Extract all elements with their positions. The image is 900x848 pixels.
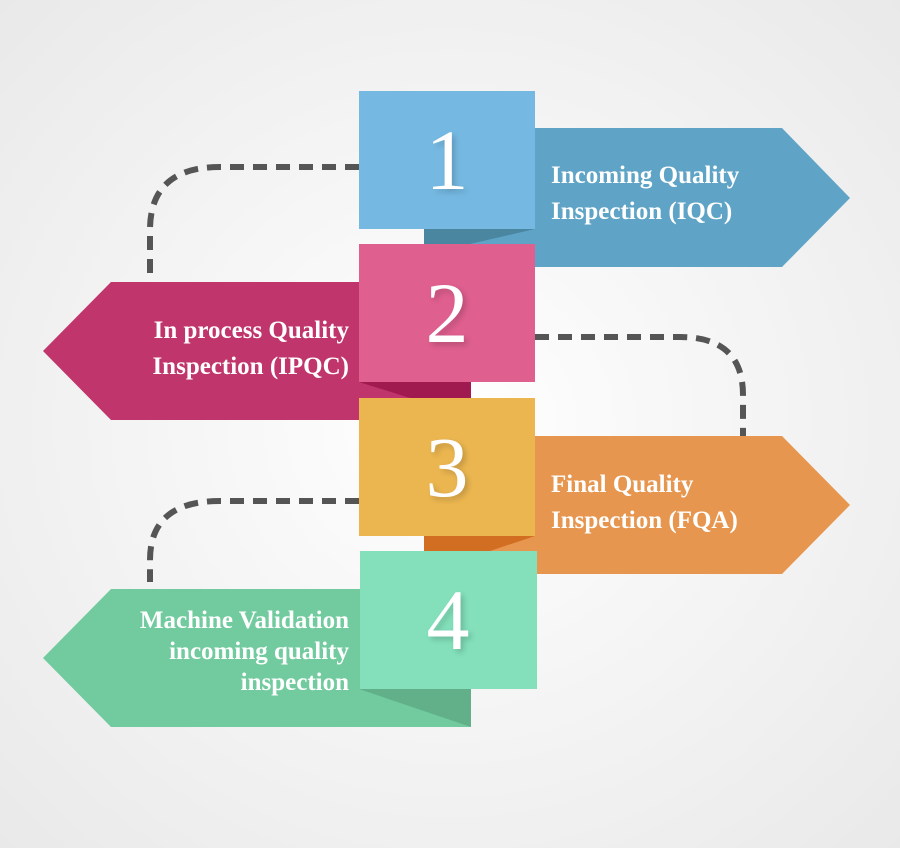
- label-line: Inspection (IQC): [551, 198, 733, 225]
- label-line: Machine Validation: [139, 607, 349, 634]
- step-number-2: 2: [425, 265, 469, 361]
- step-number-3: 3: [425, 419, 469, 515]
- fold-step-1: [424, 229, 535, 244]
- box-step-1: [359, 91, 535, 229]
- label-line: Final Quality: [551, 471, 694, 498]
- box-step-4: [360, 551, 537, 689]
- fold-step-2: [359, 382, 471, 398]
- step-number-1: 1: [425, 112, 469, 208]
- label-line: In process Quality: [153, 317, 349, 344]
- step-label-3: Final Quality Inspection (FQA): [551, 467, 738, 539]
- label-line: incoming quality: [169, 638, 349, 665]
- label-line: Inspection (FQA): [551, 507, 738, 534]
- step-label-2: In process Quality Inspection (IPQC): [152, 313, 349, 385]
- label-line: Incoming Quality: [551, 162, 740, 189]
- step-label-1: Incoming Quality Inspection (IQC): [551, 158, 739, 230]
- box-step-3: [359, 398, 535, 536]
- step-number-4: 4: [426, 572, 470, 668]
- label-line: Inspection (IPQC): [152, 353, 349, 380]
- label-line: inspection: [240, 669, 349, 696]
- connector-3-4: [147, 498, 359, 582]
- box-step-2: [359, 244, 535, 382]
- fold-step-4: [359, 689, 471, 727]
- connector-1-2: [147, 164, 359, 282]
- step-label-4: Machine Validation incoming quality insp…: [140, 605, 349, 698]
- connector-2-3: [535, 334, 746, 436]
- fold-step-3: [424, 536, 535, 551]
